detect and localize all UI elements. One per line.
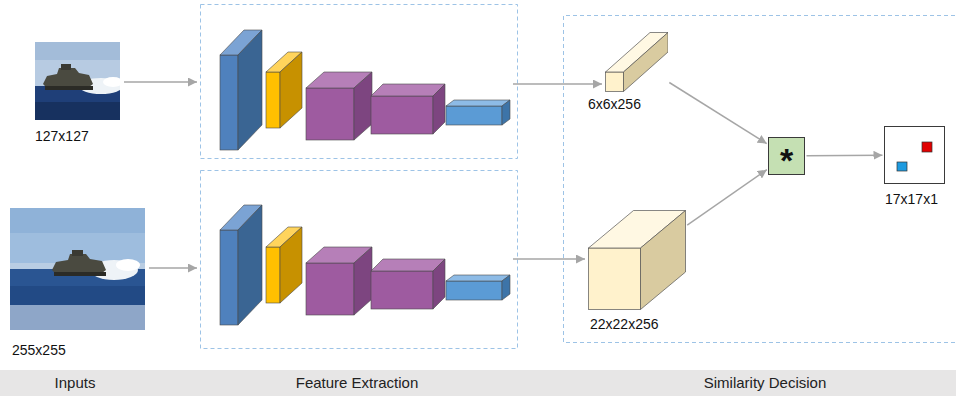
peak-mark	[922, 142, 932, 152]
spray	[116, 259, 140, 271]
hovercraft	[43, 68, 93, 90]
flow-arrow	[124, 82, 602, 268]
hovercraft	[54, 272, 106, 276]
cube-face	[641, 211, 686, 310]
score-marks	[885, 127, 944, 183]
section-label: Feature Extraction	[296, 374, 419, 392]
feature-map: 6x6x256	[605, 32, 668, 92]
flow-connector	[807, 154, 883, 156]
input-image: 127x127	[35, 42, 120, 120]
sky	[35, 42, 120, 60]
feature-map: 22x22x256	[588, 210, 686, 310]
cube-face	[624, 33, 669, 92]
cube-face	[589, 248, 641, 310]
cnn-layers	[220, 30, 510, 150]
dimension-label: 255x255	[12, 342, 66, 358]
score-map: 17x17x1	[884, 126, 945, 184]
sea	[10, 286, 145, 305]
caption-band: Inputs Feature Extraction Similarity Decis…	[0, 370, 956, 396]
sky	[10, 208, 145, 233]
feature-cube	[588, 210, 686, 310]
dashed-region	[201, 5, 956, 349]
hovercraft	[72, 250, 83, 256]
cube-face	[606, 72, 624, 92]
dimension-label: 6x6x256	[588, 96, 641, 112]
hovercraft	[52, 254, 106, 276]
foreground	[10, 305, 145, 330]
dimension-label: 22x22x256	[590, 316, 659, 332]
hovercraft	[45, 86, 93, 90]
cnn-layers	[220, 205, 510, 325]
target-mark	[897, 162, 907, 171]
spray	[103, 77, 120, 87]
feature-cube	[605, 32, 668, 92]
correlation-box: *	[768, 137, 805, 175]
dimension-label: 17x17x1	[885, 191, 938, 207]
hovercraft	[61, 64, 71, 70]
photo-illustration	[10, 208, 145, 330]
dimension-label: 127x127	[35, 128, 89, 144]
operator-symbol: *	[780, 143, 793, 177]
flow-connector	[669, 83, 766, 144]
flow-connector	[687, 170, 767, 225]
input-image: 255x255	[10, 208, 145, 330]
sea	[35, 102, 120, 120]
section-label: Similarity Decision	[704, 374, 827, 392]
section-label: Inputs	[55, 374, 96, 392]
photo-illustration	[35, 42, 120, 120]
